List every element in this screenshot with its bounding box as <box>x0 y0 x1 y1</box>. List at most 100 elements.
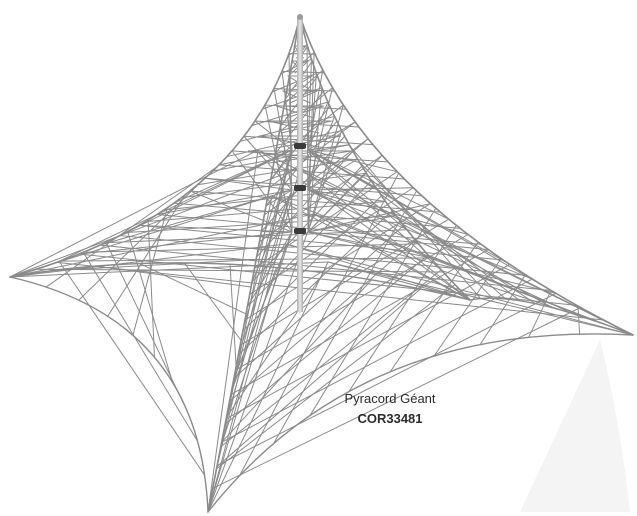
rope <box>389 241 479 373</box>
rope <box>230 249 489 396</box>
rope <box>9 243 287 278</box>
rope <box>207 167 301 513</box>
rope <box>78 180 203 301</box>
rope <box>230 267 277 393</box>
rope <box>281 70 325 74</box>
rope-edge <box>9 15 301 278</box>
rope <box>56 149 293 263</box>
rope <box>307 149 408 231</box>
rope <box>257 149 471 301</box>
rope <box>263 138 369 216</box>
rope <box>401 223 554 309</box>
rope <box>307 158 358 191</box>
rope <box>212 307 582 489</box>
rope <box>528 290 552 338</box>
rope <box>183 262 242 341</box>
rope <box>127 231 173 383</box>
rope <box>139 263 247 315</box>
rope <box>229 239 416 402</box>
rope <box>307 149 377 188</box>
rope <box>224 254 429 425</box>
rope <box>216 288 421 468</box>
rope <box>78 231 293 255</box>
rope <box>307 101 329 151</box>
rope <box>82 251 199 442</box>
rope <box>147 219 155 358</box>
mast-connectors <box>294 143 306 234</box>
rope <box>327 261 471 301</box>
rope <box>218 149 293 166</box>
rope <box>307 189 386 203</box>
rope <box>207 243 287 513</box>
structure-shadow <box>520 340 630 512</box>
rope <box>273 88 336 92</box>
rope <box>299 167 634 336</box>
rope <box>207 149 259 513</box>
rope <box>221 279 373 443</box>
rope <box>273 190 418 444</box>
rope <box>78 253 578 306</box>
rope <box>156 189 293 216</box>
rope <box>189 190 441 213</box>
rope <box>59 257 431 262</box>
rope <box>9 261 329 278</box>
mast-top-cap <box>297 14 303 20</box>
rope <box>225 272 325 419</box>
rope <box>285 243 471 301</box>
rope <box>58 261 206 476</box>
rope <box>280 58 312 75</box>
rope <box>358 161 494 299</box>
rope <box>307 215 397 233</box>
rope <box>299 167 471 301</box>
rope <box>479 274 526 346</box>
rope <box>307 172 367 233</box>
rope <box>9 149 259 278</box>
rope <box>9 213 315 278</box>
rope <box>197 158 358 186</box>
rope <box>307 69 324 151</box>
rope <box>229 263 237 368</box>
product-name: Pyracord Géant <box>344 391 436 406</box>
rope <box>9 195 273 278</box>
rope <box>105 241 188 411</box>
rope <box>313 213 471 301</box>
rope <box>237 189 293 356</box>
rope <box>231 150 293 233</box>
rope <box>215 284 456 470</box>
rope <box>207 195 273 513</box>
rope <box>368 176 507 300</box>
rope <box>220 231 293 448</box>
rope-edge <box>9 276 209 513</box>
rope <box>107 194 186 317</box>
rope <box>577 305 581 335</box>
rope <box>307 149 582 309</box>
rope <box>212 144 350 172</box>
rope <box>226 130 343 158</box>
rope <box>307 58 312 151</box>
rope <box>256 149 293 258</box>
rope <box>216 292 557 467</box>
rope <box>254 120 293 151</box>
rope <box>239 115 335 142</box>
rope <box>251 165 363 283</box>
rope <box>239 172 400 477</box>
rope <box>95 265 252 288</box>
rope <box>215 149 293 470</box>
central-mast <box>297 14 303 312</box>
rope <box>45 165 219 288</box>
connector <box>294 185 306 191</box>
rope <box>348 224 457 393</box>
rope <box>307 231 489 251</box>
product-caption: Pyracord Géant COR33481 <box>325 389 455 429</box>
rope <box>220 269 442 448</box>
rope <box>251 101 329 127</box>
rope <box>349 145 482 300</box>
rope <box>234 233 469 371</box>
rope <box>307 104 344 233</box>
rope <box>204 177 293 191</box>
rope <box>271 195 471 301</box>
rope <box>144 201 386 223</box>
rope <box>285 243 634 336</box>
rope <box>262 87 323 110</box>
rope <box>180 172 367 199</box>
